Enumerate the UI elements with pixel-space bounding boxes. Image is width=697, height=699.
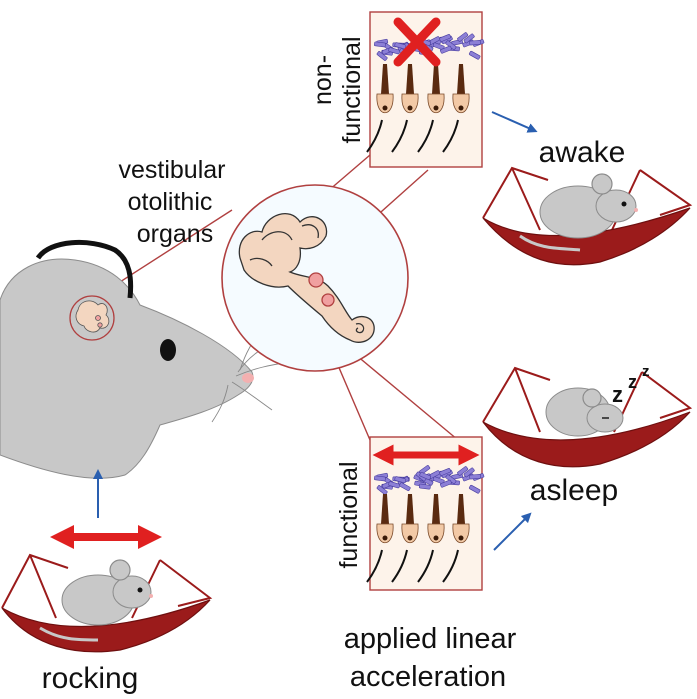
label-rocking: rocking bbox=[42, 662, 139, 695]
otoconia-crystal bbox=[457, 32, 469, 42]
otoconia-crystal bbox=[388, 47, 401, 55]
otoconia-crystal bbox=[374, 475, 386, 482]
otoconia-crystal bbox=[468, 484, 481, 494]
label-asleep: asleep bbox=[530, 474, 618, 507]
otoconia-layer-bottom bbox=[374, 465, 485, 495]
small-inner-ear-icon bbox=[75, 300, 110, 333]
otoconia-crystal bbox=[440, 479, 452, 488]
hair-cell bbox=[391, 494, 419, 583]
otoconia-crystal bbox=[468, 50, 481, 60]
hair-cell bbox=[366, 64, 394, 153]
inner-ear-icon bbox=[238, 213, 375, 343]
otoconia-crystal bbox=[469, 40, 482, 46]
hair-cell bbox=[391, 64, 419, 153]
hair-cells-top bbox=[366, 64, 470, 153]
label-non-1: non- bbox=[309, 55, 337, 105]
hair-cell bbox=[417, 494, 445, 583]
x-mark-icon bbox=[393, 17, 441, 67]
otoconia-crystal bbox=[388, 481, 401, 489]
label-applied-2: acceleration bbox=[350, 661, 506, 693]
blue-arrow-awake-icon bbox=[491, 111, 538, 133]
mouse-nose bbox=[242, 373, 254, 383]
blue-arrow-asleep-icon bbox=[493, 512, 532, 551]
otoconia-crystal bbox=[457, 466, 469, 476]
label-non-2: functional bbox=[338, 36, 366, 143]
ear-zoom-circle bbox=[69, 295, 115, 341]
sleep-z-2: z bbox=[628, 372, 637, 392]
label-awake: awake bbox=[539, 136, 626, 169]
otoconia-crystal bbox=[394, 42, 407, 50]
label-functional: functional bbox=[335, 461, 363, 568]
hair-cell bbox=[366, 494, 394, 583]
hair-cell bbox=[442, 494, 470, 583]
label-vestibular-2: otolithic bbox=[128, 188, 213, 216]
hammock-awake bbox=[482, 166, 693, 266]
otoconia-crystal bbox=[418, 483, 431, 490]
hair-cell bbox=[417, 64, 445, 153]
hair-cell bbox=[442, 64, 470, 153]
mouse-head bbox=[0, 239, 291, 479]
mouse-eye bbox=[160, 339, 176, 361]
hammock-asleep bbox=[482, 366, 693, 468]
sleep-z-3: z bbox=[642, 363, 650, 380]
otoconia-crystal bbox=[439, 468, 451, 476]
otoconia-crystal bbox=[463, 33, 475, 44]
hammock-rocking bbox=[1, 525, 213, 653]
otoconia-crystal bbox=[399, 482, 411, 492]
label-vestibular-3: organs bbox=[137, 220, 213, 248]
hair-cells-bottom bbox=[366, 494, 470, 583]
label-vestibular-1: vestibular bbox=[119, 156, 226, 184]
otoconia-crystal bbox=[419, 472, 432, 480]
otoconia-crystal bbox=[439, 34, 451, 42]
otoconia-crystal bbox=[440, 45, 452, 54]
otoconia-crystal bbox=[463, 467, 475, 478]
otoconia-layer-top bbox=[374, 31, 485, 61]
otoconia-crystal bbox=[469, 474, 482, 480]
otoconia-crystal bbox=[394, 476, 407, 484]
panel-functional bbox=[366, 436, 485, 591]
label-applied-1: applied linear bbox=[344, 623, 517, 655]
otoconia-crystal bbox=[374, 41, 386, 48]
sleep-z-1: z bbox=[612, 382, 623, 407]
panel-non-functional bbox=[366, 11, 485, 168]
